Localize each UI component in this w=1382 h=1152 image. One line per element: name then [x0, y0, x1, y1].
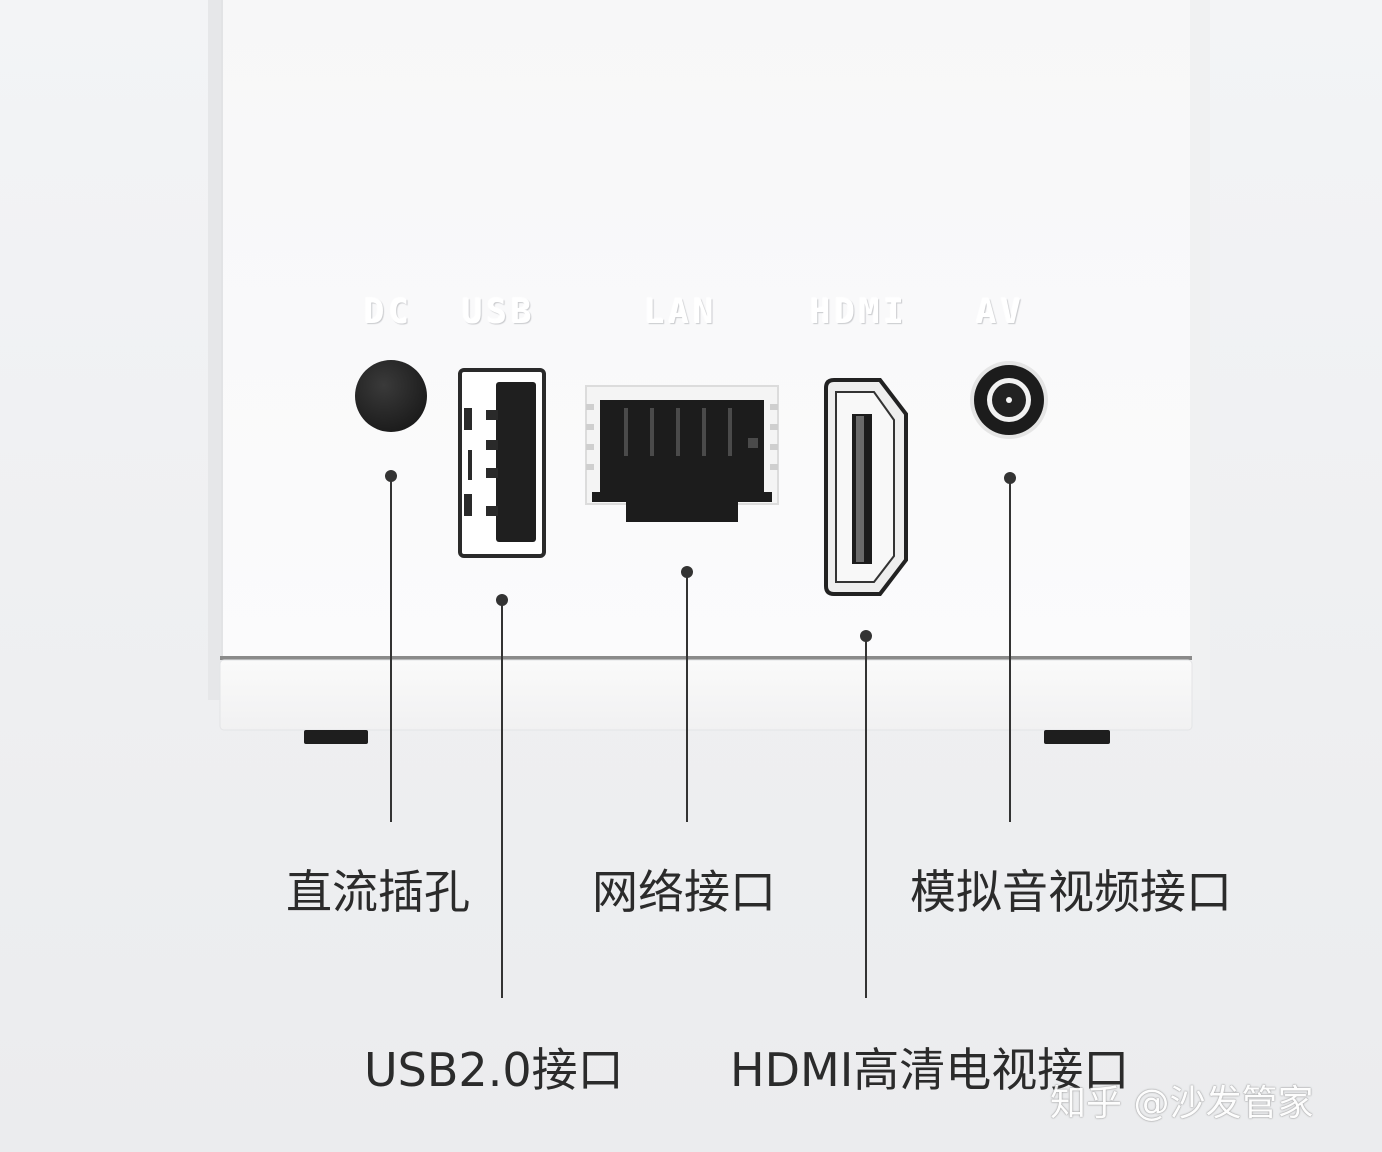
caption-usb: USB2.0接口 [364, 1043, 624, 1097]
av-port [970, 361, 1048, 439]
port-label-usb: USB [462, 292, 536, 332]
leader-line-lan [681, 566, 693, 822]
leader-line-hdmi [860, 630, 872, 998]
port-label-dc: DC [364, 292, 413, 332]
usb-port [458, 368, 546, 558]
leader-line-dc [385, 470, 397, 822]
hdmi-port [824, 378, 908, 596]
leader-line-av [1004, 472, 1016, 822]
caption-dc: 直流插孔 [286, 865, 470, 919]
port-label-lan: LAN [644, 292, 718, 332]
lan-port [585, 385, 779, 522]
caption-av: 模拟音视频接口 [910, 865, 1232, 919]
port-label-hdmi: HDMI [810, 292, 908, 332]
rubber-foot-left [304, 730, 368, 744]
dc-port [355, 360, 427, 432]
caption-hdmi: HDMI高清电视接口 [730, 1043, 1130, 1097]
port-label-av: AV [976, 292, 1025, 332]
device-base [219, 656, 1193, 744]
leader-line-usb [496, 594, 508, 998]
rubber-foot-right [1044, 730, 1110, 744]
device-body [208, 0, 1210, 700]
watermark: 知乎 @沙发管家 [1050, 1083, 1314, 1124]
caption-lan: 网络接口 [592, 865, 776, 919]
